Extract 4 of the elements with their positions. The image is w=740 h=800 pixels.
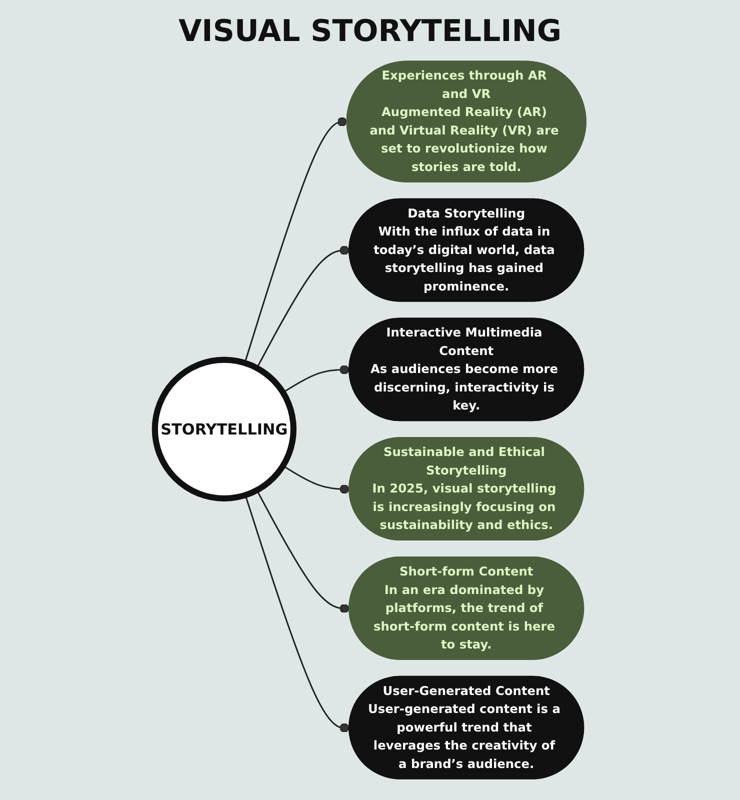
title: VISUAL STORYTELLING <box>177 14 563 49</box>
connector <box>256 490 349 614</box>
node-circle: STORYTELLING <box>151 356 296 502</box>
connector <box>256 246 349 368</box>
